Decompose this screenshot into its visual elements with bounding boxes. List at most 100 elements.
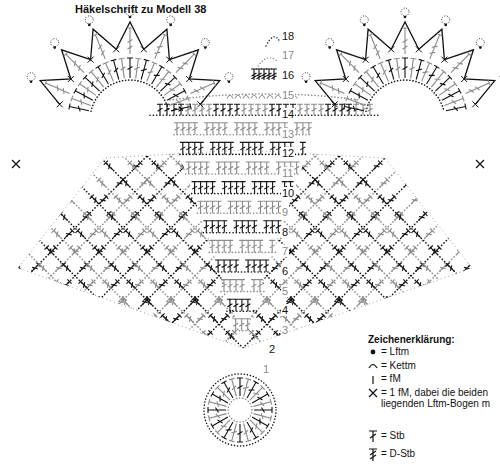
treble-symbol [227, 240, 233, 252]
treble-symbol [258, 201, 264, 213]
treble-symbol [313, 178, 322, 187]
legend-heading: Zeichenerklärung: [368, 334, 455, 345]
row-number: 12 [281, 147, 295, 159]
chain-line [0, 88, 123, 348]
treble-symbol [414, 279, 423, 288]
chain-dot [129, 16, 132, 19]
treble-symbol [339, 52, 359, 73]
treble-symbol [248, 104, 254, 115]
treble-symbol [229, 378, 237, 396]
treble-symbol [186, 195, 195, 204]
treble-symbol [110, 279, 119, 288]
treble-symbol [240, 123, 246, 135]
treble-symbol [81, 330, 90, 339]
treble-symbol [388, 229, 397, 238]
treble-symbol [437, 313, 446, 322]
treble-symbol [182, 279, 191, 288]
treble-symbol [172, 229, 181, 238]
treble-symbol [462, 279, 471, 288]
treble-symbol [206, 279, 215, 288]
treble-symbol [292, 229, 301, 238]
treble-symbol [233, 319, 239, 331]
treble-symbol [204, 201, 210, 213]
fan-motif [27, 8, 233, 111]
treble-symbol [158, 263, 167, 272]
treble-symbol [240, 201, 246, 213]
treble-symbol [173, 313, 182, 322]
treble-symbol [271, 69, 277, 80]
treble-symbol [93, 246, 102, 255]
treble-symbol [89, 229, 98, 238]
treble-symbol [300, 142, 306, 154]
chain-line [171, 88, 431, 348]
chain-line [363, 88, 500, 348]
treble-symbol [208, 407, 226, 413]
treble-symbol [428, 178, 437, 187]
treble-symbol [78, 81, 96, 95]
treble-symbol [270, 182, 276, 194]
treble-symbol [169, 96, 189, 106]
treble-symbol [294, 162, 300, 174]
treble-symbol [398, 279, 407, 288]
treble-symbol [152, 65, 165, 84]
treble-symbol [263, 296, 272, 305]
chain-line [79, 88, 339, 348]
treble-symbol [86, 263, 95, 272]
treble-symbol [350, 279, 359, 288]
treble-symbol [344, 161, 353, 170]
chain-line [291, 88, 500, 348]
treble-symbol [422, 279, 431, 288]
treble-symbol [117, 246, 126, 255]
treble-symbol [0, 313, 2, 322]
treble-symbol [192, 104, 198, 115]
treble-symbol [421, 161, 430, 170]
treble-symbol [90, 195, 99, 204]
treble-symbol [469, 161, 478, 170]
treble-symbol [255, 104, 261, 115]
treble-symbol [254, 399, 272, 407]
treble-symbol [251, 69, 257, 80]
treble-symbol [101, 313, 110, 322]
treble-symbol [186, 162, 192, 174]
treble-symbol [222, 123, 228, 135]
stitch-drawing [0, 8, 500, 446]
treble-symbol [257, 280, 263, 292]
chain-dot [204, 46, 207, 49]
treble-symbol [252, 123, 258, 135]
picot [27, 73, 35, 81]
treble-symbol [246, 162, 252, 174]
treble-symbol [197, 313, 206, 322]
treble-symbol [216, 201, 222, 213]
treble-symbol [318, 279, 327, 288]
treble-symbol [141, 246, 150, 255]
treble-symbol [65, 229, 74, 238]
treble-symbol [111, 59, 119, 79]
sc-over-chains-symbol [369, 389, 377, 397]
chain-line [227, 310, 259, 312]
treble-symbol [353, 81, 371, 95]
treble-symbol [320, 161, 329, 170]
treble-symbol [262, 104, 268, 115]
chain-dot [30, 80, 33, 83]
treble-symbol [346, 104, 352, 115]
treble-symbol [76, 229, 85, 238]
treble-symbol [108, 330, 117, 339]
treble-symbol [126, 279, 135, 288]
treble-symbol [165, 246, 174, 255]
treble-symbol [333, 246, 342, 255]
treble-symbol [335, 296, 344, 305]
chain-line [55, 88, 315, 348]
treble-symbol [209, 221, 215, 233]
dc-symbol [369, 431, 377, 442]
treble-symbol [435, 195, 444, 204]
picot [302, 73, 310, 81]
treble-symbol [220, 104, 226, 115]
chain-line [51, 88, 311, 348]
treble-symbol [493, 161, 500, 170]
treble-symbol [211, 391, 228, 403]
treble-symbol [12, 330, 21, 339]
treble-symbol [264, 182, 270, 194]
treble-symbol [395, 212, 404, 221]
treble-symbol [359, 296, 368, 305]
treble-symbol [251, 221, 257, 233]
